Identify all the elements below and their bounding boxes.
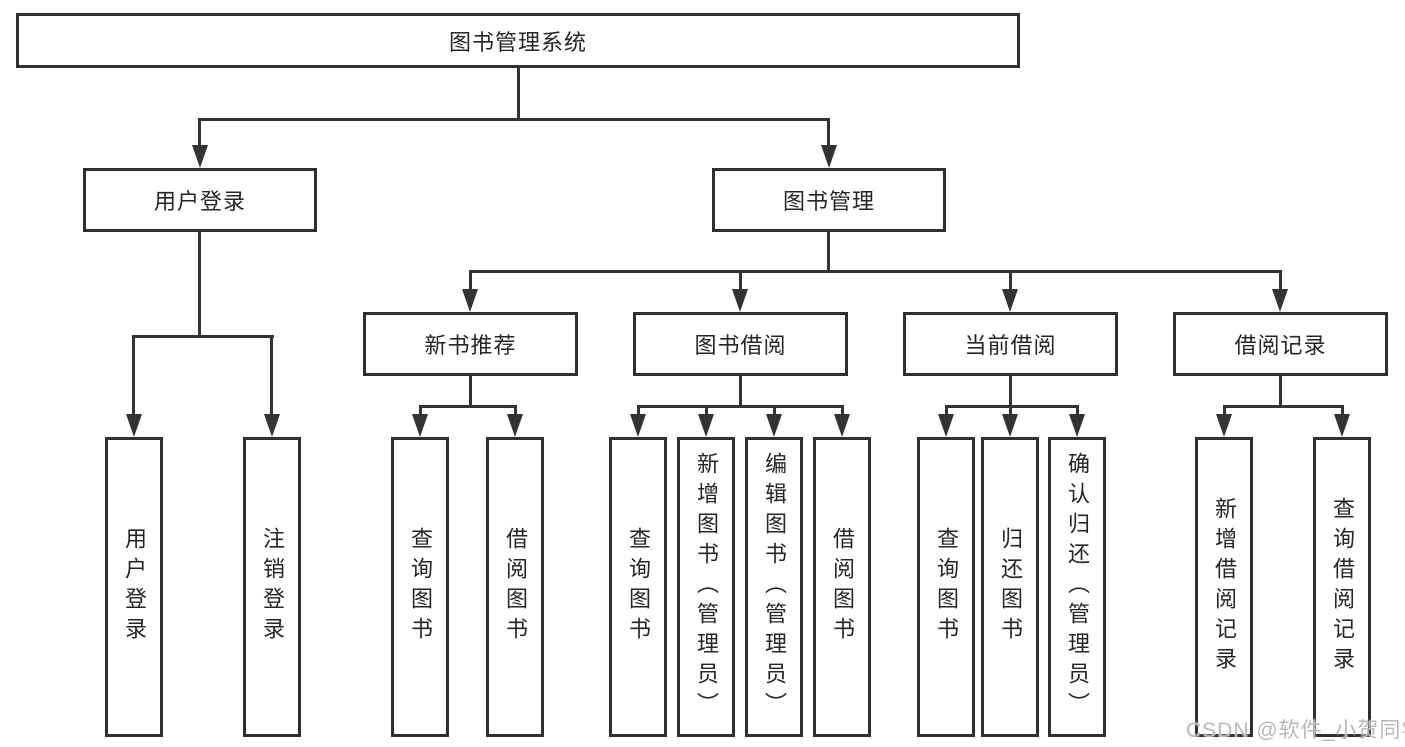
arrow-down-icon xyxy=(938,414,954,437)
leaf-query-books-current: 查询图书 xyxy=(917,437,975,737)
connector-branch xyxy=(637,405,844,408)
node-current-borrow: 当前借阅 xyxy=(903,312,1118,376)
connector-drop xyxy=(705,405,708,416)
leaf-label: 用户登录 xyxy=(122,527,147,647)
connector-stem xyxy=(1279,376,1282,405)
node-new-book-recommend: 新书推荐 xyxy=(363,312,578,376)
connector-branch xyxy=(469,270,1282,273)
arrow-down-icon xyxy=(1216,414,1232,437)
leaf-label: 新增借阅记录 xyxy=(1212,497,1237,677)
connector-drop xyxy=(1009,270,1012,291)
leaf-label: 查询图书 xyxy=(408,527,433,647)
node-user-login: 用户登录 xyxy=(83,168,317,232)
arrow-down-icon xyxy=(1002,414,1018,437)
connector-branch xyxy=(1223,405,1344,408)
leaf-label: 确认归还（管理员） xyxy=(1065,452,1090,722)
leaf-label: 借阅图书 xyxy=(503,527,528,647)
arrow-down-icon xyxy=(630,414,646,437)
csdn-watermark: CSDN @软件_小贺同学 xyxy=(1186,719,1405,742)
arrow-down-icon xyxy=(126,414,142,437)
connector-drop xyxy=(945,405,948,416)
arrow-down-icon xyxy=(698,414,714,437)
connector-drop xyxy=(419,405,422,416)
arrow-down-icon xyxy=(834,414,850,437)
connector-branch xyxy=(133,335,274,338)
connector-drop xyxy=(739,270,742,291)
arrow-down-icon xyxy=(1272,289,1288,312)
node-book-management-system: 图书管理系统 xyxy=(16,13,1020,68)
connector-drop xyxy=(841,405,844,416)
arrow-down-icon xyxy=(821,145,837,168)
leaf-label: 注销登录 xyxy=(260,527,285,647)
connector-drop xyxy=(1341,405,1344,416)
leaf-label: 编辑图书（管理员） xyxy=(762,452,787,722)
node-label: 借阅记录 xyxy=(1234,333,1327,358)
connector-stem xyxy=(827,232,830,270)
connector-root-stem xyxy=(517,68,520,118)
leaf-add-borrow-record: 新增借阅记录 xyxy=(1195,437,1253,737)
leaf-label: 查询图书 xyxy=(934,527,959,647)
node-label: 图书管理 xyxy=(782,189,875,214)
node-book-borrow: 图书借阅 xyxy=(633,312,848,376)
leaf-add-book-admin: 新增图书（管理员） xyxy=(677,437,735,737)
leaf-label: 借阅图书 xyxy=(830,527,855,647)
connector-drop xyxy=(1279,270,1282,291)
node-label: 当前借阅 xyxy=(964,333,1057,358)
leaf-confirm-return-admin: 确认归还（管理员） xyxy=(1048,437,1106,737)
leaf-logout: 注销登录 xyxy=(243,437,301,737)
arrow-down-icon xyxy=(192,145,208,168)
connector-branch xyxy=(945,405,1079,408)
node-book-management: 图书管理 xyxy=(712,168,946,232)
connector-branch xyxy=(419,405,517,408)
arrow-down-icon xyxy=(1002,289,1018,312)
arrow-down-icon xyxy=(1334,414,1350,437)
node-label: 用户登录 xyxy=(153,189,246,214)
connector-stem xyxy=(469,376,472,405)
connector-stem xyxy=(739,376,742,405)
node-label: 新书推荐 xyxy=(424,333,517,358)
arrow-down-icon xyxy=(412,414,428,437)
connector-drop xyxy=(1076,405,1079,416)
arrow-down-icon xyxy=(264,414,280,437)
connector-stem xyxy=(198,232,201,335)
leaf-query-books-recommend: 查询图书 xyxy=(391,437,449,737)
connector-drop xyxy=(514,405,517,416)
node-label: 图书借阅 xyxy=(694,333,787,358)
node-label: 图书管理系统 xyxy=(448,29,587,55)
connector-drop xyxy=(773,405,776,416)
connector-drop xyxy=(1009,405,1012,416)
leaf-label: 查询图书 xyxy=(626,527,651,647)
connector-root-branch xyxy=(198,118,830,121)
arrow-down-icon xyxy=(462,289,478,312)
arrow-down-icon xyxy=(1069,414,1085,437)
arrow-down-icon xyxy=(732,289,748,312)
leaf-label: 新增图书（管理员） xyxy=(694,452,719,722)
leaf-borrow-books: 借阅图书 xyxy=(813,437,871,737)
leaf-borrow-books-recommend: 借阅图书 xyxy=(486,437,544,737)
connector-drop xyxy=(827,118,830,147)
arrow-down-icon xyxy=(766,414,782,437)
connector-drop xyxy=(270,335,273,416)
connector-drop xyxy=(198,118,201,147)
arrow-down-icon xyxy=(507,414,523,437)
leaf-user-login: 用户登录 xyxy=(105,437,163,737)
connector-drop xyxy=(637,405,640,416)
node-borrow-records: 借阅记录 xyxy=(1173,312,1388,376)
connector-drop xyxy=(1223,405,1226,416)
connector-drop xyxy=(132,335,135,416)
leaf-label: 归还图书 xyxy=(998,527,1023,647)
leaf-return-book: 归还图书 xyxy=(981,437,1039,737)
leaf-query-borrow-record: 查询借阅记录 xyxy=(1313,437,1371,737)
leaf-query-books-borrow: 查询图书 xyxy=(609,437,667,737)
connector-drop xyxy=(469,270,472,291)
connector-stem xyxy=(1009,376,1012,405)
leaf-label: 查询借阅记录 xyxy=(1330,497,1355,677)
leaf-edit-book-admin: 编辑图书（管理员） xyxy=(745,437,803,737)
